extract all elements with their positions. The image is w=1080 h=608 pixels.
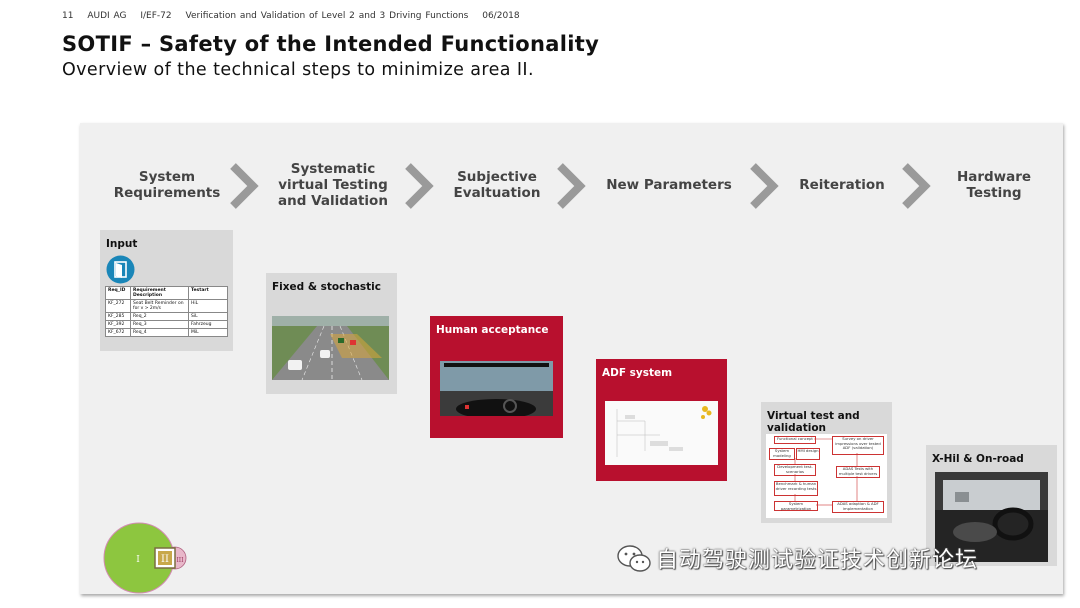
chevron-right-icon bbox=[405, 163, 434, 209]
document-title: Verification and Validation of Level 2 a… bbox=[185, 11, 469, 21]
card-title: Human acceptance bbox=[436, 324, 549, 336]
process-stage: System Requirements Systematic virtual T… bbox=[80, 123, 1063, 594]
card-title: ADF system bbox=[602, 367, 673, 379]
table-cell: Req_4 bbox=[130, 328, 189, 337]
table-cell: HiL bbox=[188, 299, 228, 313]
chevron-right-icon bbox=[230, 163, 259, 209]
slide-title: SOTIF – Safety of the Intended Functiona… bbox=[62, 32, 600, 56]
table-row: KF_672 Req_4 MiL bbox=[105, 328, 228, 337]
driving-simulator-image bbox=[440, 361, 553, 416]
door-exit-icon bbox=[106, 255, 135, 284]
table-row: KF_272 Seat Belt Reminder on for v > 2m/… bbox=[105, 299, 228, 313]
wechat-icon bbox=[617, 545, 651, 572]
flow-box-adaptation: ADAS adaption & ADF implementation bbox=[832, 501, 884, 513]
chevron-right-icon bbox=[557, 163, 586, 209]
table-header: Requirement Description bbox=[130, 286, 189, 300]
card-title: Fixed & stochastic bbox=[272, 281, 382, 293]
step-reiteration: Reiteration bbox=[799, 177, 885, 193]
watermark-text: 自动驾驶测试验证技术创新论坛 bbox=[656, 548, 979, 573]
table-cell: KF_672 bbox=[105, 328, 131, 337]
flow-box-adas-tests: ADAS Tests with multiple test drivers bbox=[836, 466, 880, 478]
card-title: Input bbox=[106, 238, 138, 250]
step-hardware-testing: Hardware Testing bbox=[956, 169, 1032, 201]
flow-box-system-param: System parametrization bbox=[774, 501, 818, 511]
flow-box-benchmark: Benchmark & human driver recording tests bbox=[774, 481, 818, 496]
validation-flowchart: Functional concept System modeling HMI d… bbox=[766, 434, 887, 518]
chevron-right-icon bbox=[902, 163, 931, 209]
slide-subtitle: Overview of the technical steps to minim… bbox=[62, 60, 534, 80]
table-cell: SiL bbox=[188, 312, 228, 321]
flow-arrows bbox=[794, 438, 858, 506]
table-cell: KF_392 bbox=[105, 320, 131, 329]
table-header: Req_ID bbox=[105, 286, 131, 300]
table-cell: Fahrzeug bbox=[188, 320, 228, 329]
document-date: 06/2018 bbox=[482, 11, 520, 21]
in-car-photo bbox=[935, 472, 1048, 562]
table-cell: Req_2 bbox=[130, 312, 189, 321]
table-cell: Seat Belt Reminder on for v > 2m/s bbox=[130, 299, 189, 313]
card-virtual-test-validation: Virtual test and validation Functional c… bbox=[761, 402, 892, 523]
card-title: X-Hil & On-road bbox=[932, 453, 1024, 465]
requirements-table: Req_ID Requirement Description Testart K… bbox=[105, 286, 228, 337]
flow-box-system-modeling: System modeling bbox=[769, 448, 795, 460]
card-human-acceptance: Human acceptance bbox=[430, 316, 563, 438]
step-system-requirements: System Requirements bbox=[113, 169, 221, 201]
table-cell: KF_285 bbox=[105, 312, 131, 321]
header-line: 11 AUDI AG I/EF-72 Verification and Vali… bbox=[62, 11, 530, 21]
card-input: Input Req_ID Requirement Description Tes… bbox=[100, 230, 233, 351]
table-header-row: Req_ID Requirement Description Testart bbox=[105, 286, 228, 300]
table-cell: KF_272 bbox=[105, 299, 131, 313]
table-cell: MiL bbox=[188, 328, 228, 337]
flow-box-functional: Functional concept bbox=[774, 436, 816, 444]
table-row: KF_392 Req_3 Fahrzeug bbox=[105, 320, 228, 329]
flow-box-survey: Survey on driver impressions over tested… bbox=[832, 436, 884, 455]
area-label-1: I bbox=[136, 555, 140, 565]
card-title: Virtual test and validation bbox=[767, 410, 860, 434]
card-adf-system: ADF system bbox=[596, 359, 727, 481]
table-header: Testart bbox=[188, 286, 228, 300]
table-cell: Req_3 bbox=[130, 320, 189, 329]
company-name: AUDI AG bbox=[87, 11, 127, 21]
page-number: 11 bbox=[62, 11, 74, 21]
step-virtual-testing: Systematic virtual Testing and Validatio… bbox=[278, 161, 388, 209]
highway-simulation-image bbox=[272, 316, 389, 380]
flow-box-hmi-design: HMI design bbox=[796, 448, 820, 460]
step-subjective-evaluation: Subjective Evaltuation bbox=[453, 169, 541, 201]
card-xhil-onroad: X-Hil & On-road bbox=[926, 445, 1057, 566]
area-label-3: III bbox=[176, 557, 184, 564]
table-row: KF_285 Req_2 SiL bbox=[105, 312, 228, 321]
department: I/EF-72 bbox=[140, 11, 172, 21]
chevron-right-icon bbox=[750, 163, 779, 209]
step-new-parameters: New Parameters bbox=[606, 177, 732, 193]
adf-architecture-diagram bbox=[605, 401, 718, 465]
area-venn-diagram: I II III bbox=[103, 522, 187, 594]
area-label-2: II bbox=[161, 554, 169, 565]
card-fixed-stochastic: Fixed & stochastic bbox=[266, 273, 397, 394]
